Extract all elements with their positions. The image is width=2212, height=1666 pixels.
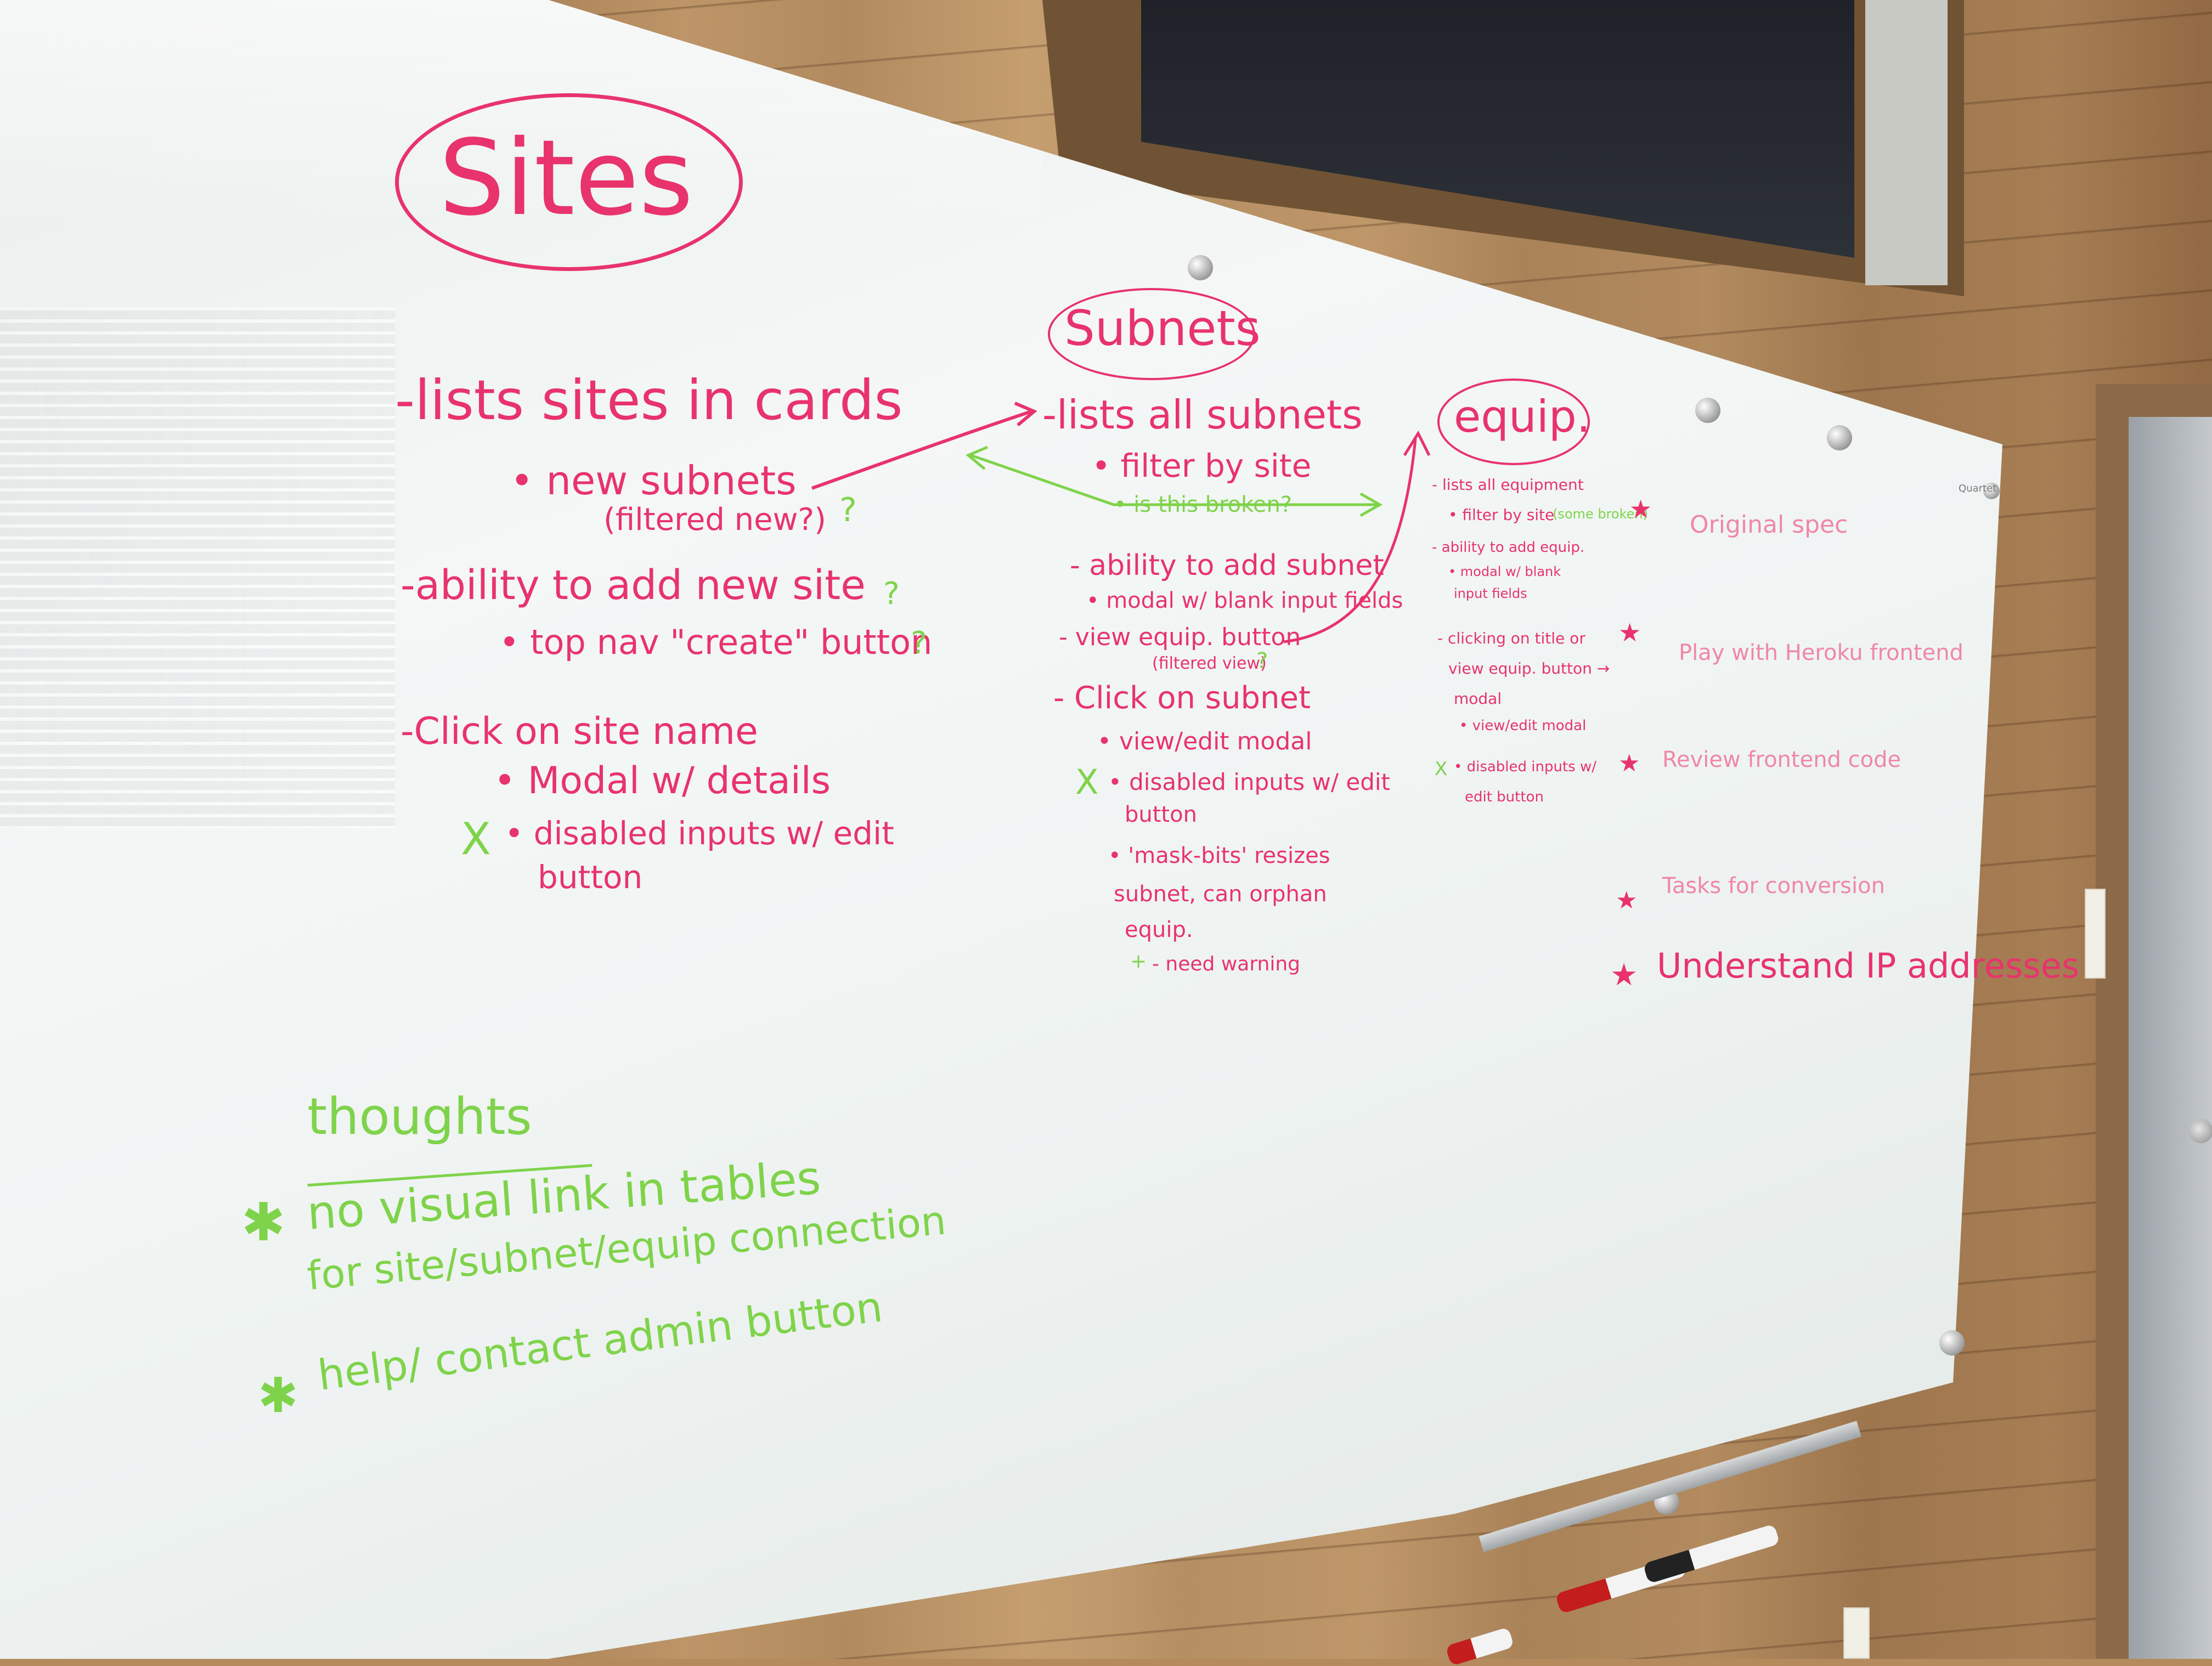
board-brand-label: Quartet	[1959, 483, 1997, 494]
equip-item-some-broken: (some broken)	[1553, 506, 1648, 522]
sites-item-filtered-new: (filtered new?)	[603, 502, 826, 538]
subnets-item-x-mark: X	[1075, 762, 1099, 802]
window-blinds-reflection	[0, 307, 395, 828]
equip-title-circle	[1437, 379, 1590, 465]
board-standoff	[1983, 483, 2000, 499]
task-star-icon: ★	[1616, 886, 1638, 914]
sites-item-disabled-inputs: • disabled inputs w/ edit	[505, 815, 894, 852]
task-star-icon: ★	[1618, 749, 1640, 777]
subnets-item-orphan: subnet, can orphan	[1114, 882, 1327, 907]
equip-item-view-equip-button: view equip. button →	[1448, 659, 1610, 677]
subnets-item-filtered-view: (filtered view)	[1152, 654, 1267, 673]
subnets-item-button: button	[1125, 802, 1197, 827]
board-standoff	[1827, 425, 1852, 450]
subnets-item-click-subnet: - Click on subnet	[1053, 680, 1311, 716]
equip-item-view-edit-modal: • view/edit modal	[1459, 718, 1587, 734]
subnets-item-modal-blank: • modal w/ blank input fields	[1086, 588, 1403, 613]
equip-item-modal: modal	[1454, 690, 1502, 708]
equip-item-clicking: - clicking on title or	[1437, 629, 1585, 647]
subnets-title-circle	[1048, 288, 1255, 380]
equip-item-disabled-inputs: • disabled inputs w/	[1454, 759, 1597, 775]
task-star-icon: ★	[1629, 494, 1652, 524]
sites-item-top-nav-question: ?	[911, 625, 927, 661]
sites-item-list: -lists sites in cards	[395, 368, 903, 432]
door-knob	[2189, 1119, 2212, 1143]
sites-title-circle	[395, 93, 743, 271]
thoughts-title: thoughts	[307, 1087, 532, 1146]
sites-item-top-nav: • top nav "create" button	[499, 622, 933, 662]
task-item: Review frontend code	[1662, 747, 1901, 772]
thoughts-star-icon: ✱	[258, 1367, 298, 1424]
subnets-title: Subnets	[1064, 300, 1261, 357]
equip-item-add: - ability to add equip.	[1432, 539, 1585, 556]
subnets-item-add: - ability to add subnet	[1070, 549, 1384, 582]
board-standoff	[1939, 1330, 1965, 1356]
subnets-item-view-equip-question: ?	[1256, 648, 1268, 674]
task-item: Understand IP addresses	[1657, 946, 2080, 986]
window-side-trim	[1865, 0, 1948, 285]
equip-item-input-fields: input fields	[1454, 586, 1527, 601]
sites-item-x-mark: X	[461, 814, 491, 865]
sites-item-question: ?	[839, 491, 857, 529]
sites-item-add-site: -ability to add new site	[400, 562, 866, 609]
sites-item-new-subnets: • new subnets	[510, 458, 797, 504]
sites-item-modal: • Modal w/ details	[494, 759, 831, 803]
equip-item-filter: • filter by site	[1448, 506, 1555, 524]
sites-item-click-site: -Click on site name	[400, 710, 758, 753]
sites-title: Sites	[439, 117, 693, 239]
light-switch-plate	[2085, 889, 2106, 979]
subnets-item-filter: • filter by site	[1092, 447, 1312, 484]
door	[2129, 417, 2212, 1659]
subnets-item-disabled-inputs: • disabled inputs w/ edit	[1108, 769, 1391, 795]
sites-item-add-site-question: ?	[883, 576, 900, 612]
thoughts-star-icon: ✱	[241, 1191, 286, 1253]
subnets-item-broken: • is this broken?	[1114, 492, 1293, 517]
subnets-item-mask-bits: • 'mask-bits' resizes	[1108, 843, 1330, 868]
subnets-item-view-edit-modal: • view/edit modal	[1097, 727, 1312, 755]
subnets-item-equip: equip.	[1125, 917, 1193, 942]
task-star-icon: ★	[1610, 957, 1638, 993]
task-item: Tasks for conversion	[1662, 873, 1885, 899]
equip-item-list: - lists all equipment	[1432, 476, 1584, 494]
subnets-item-plus: +	[1130, 950, 1147, 973]
outlet-plate	[1843, 1607, 1870, 1659]
board-standoff	[1695, 398, 1720, 423]
equip-title: equip.	[1454, 391, 1591, 442]
task-item: Original spec	[1690, 511, 1848, 539]
subnets-item-list: -lists all subnets	[1042, 392, 1363, 438]
subnets-item-view-equip: - view equip. button	[1059, 623, 1301, 651]
sites-item-button: button	[538, 859, 643, 896]
board-standoff	[1188, 255, 1213, 280]
equip-item-x-mark: X	[1435, 758, 1448, 780]
task-item: Play with Heroku frontend	[1679, 640, 1963, 665]
subnets-item-need-warning: - need warning	[1152, 953, 1300, 975]
equip-item-edit-button: edit button	[1465, 789, 1544, 805]
equip-item-modal-blank: • modal w/ blank	[1448, 564, 1561, 579]
task-star-icon: ★	[1618, 618, 1641, 647]
